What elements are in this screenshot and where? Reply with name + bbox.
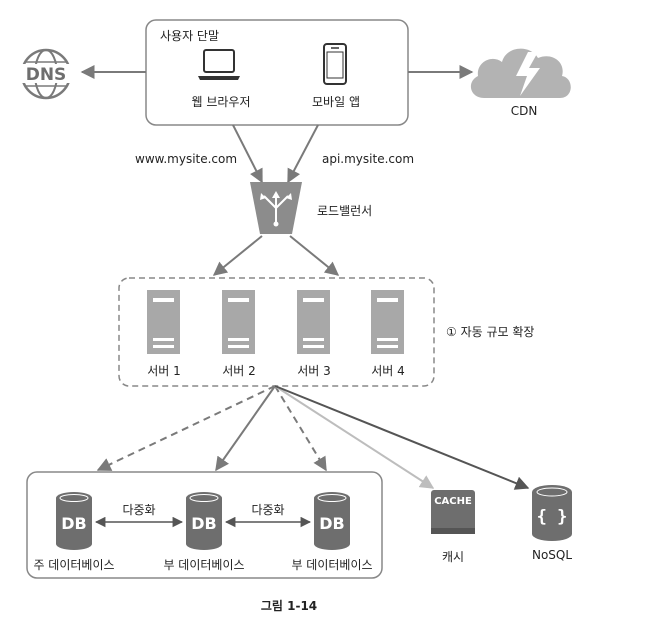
server-icon — [147, 290, 180, 354]
replication-label: 다중화 — [122, 503, 156, 517]
nosql-label: NoSQL — [531, 548, 573, 562]
nosql-icon-text: { } — [537, 507, 568, 527]
cdn-cloud-icon — [470, 48, 571, 98]
cache-icon — [431, 490, 475, 534]
dns-label: DNS — [26, 65, 67, 85]
primary-database-label: 주 데이터베이스 — [33, 558, 115, 572]
replica-database-icon — [314, 492, 350, 550]
web-browser-label: 웹 브라우저 — [191, 95, 251, 109]
nosql-database-icon — [532, 485, 572, 541]
server-icon — [222, 290, 255, 354]
db-icon-text: DB — [319, 514, 344, 533]
laptop-icon — [198, 49, 240, 80]
replica-database-label: 부 데이터베이스 — [291, 558, 373, 572]
api-domain-label: api.mysite.com — [322, 152, 415, 166]
server-label: 서버 4 — [371, 364, 405, 378]
server-label: 서버 2 — [222, 364, 256, 378]
cdn-label: CDN — [510, 104, 538, 118]
server-icon — [297, 290, 330, 354]
web-domain-label: www.mysite.com — [135, 152, 238, 166]
figure-caption: 그림 1-14 — [260, 599, 318, 613]
server-icon — [371, 290, 404, 354]
replica-database-icon — [186, 492, 222, 550]
db-icon-text: DB — [191, 514, 216, 533]
server-label: 서버 3 — [297, 364, 331, 378]
mobile-app-label: 모바일 앱 — [312, 95, 360, 109]
mobile-phone-icon — [323, 43, 347, 85]
replication-label: 다중화 — [251, 503, 285, 517]
dns-globe-icon — [20, 48, 72, 100]
user-terminal-title: 사용자 단말 — [160, 29, 220, 43]
primary-database-icon — [56, 492, 92, 550]
db-icon-text: DB — [61, 514, 86, 533]
cache-icon-text: CACHE — [434, 496, 472, 507]
autoscale-label: ① 자동 규모 확장 — [446, 325, 535, 339]
replica-database-label: 부 데이터베이스 — [163, 558, 245, 572]
load-balancer-label: 로드밸런서 — [317, 204, 373, 218]
server-label: 서버 1 — [147, 364, 181, 378]
load-balancer-icon — [250, 182, 302, 234]
cache-label: 캐시 — [441, 550, 465, 564]
